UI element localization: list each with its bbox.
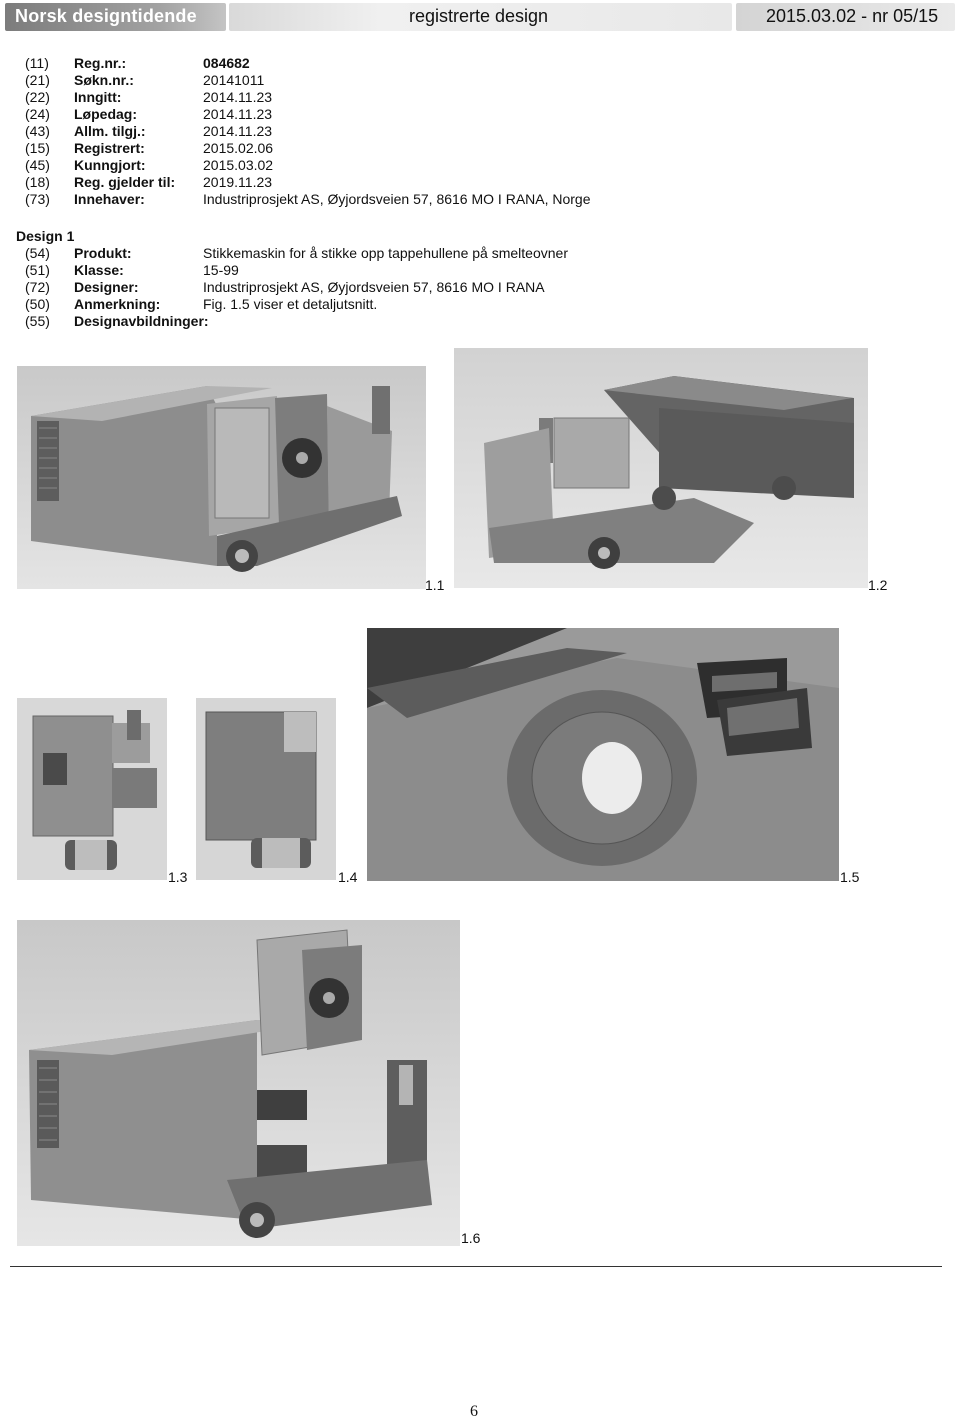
field-value: Stikkemaskin for å stikke opp tappehulle… (203, 245, 568, 261)
field-label: Allm. tilgj.: (74, 123, 146, 139)
field-label: Designer: (74, 279, 139, 295)
field-code: (43) (25, 123, 50, 139)
field-label: Anmerkning: (74, 296, 161, 312)
field-label: Reg.nr.: (74, 55, 127, 71)
field-code: (51) (25, 262, 50, 278)
figure-1-6 (17, 920, 460, 1246)
field-value: 2014.11.23 (203, 106, 273, 122)
field-label: Klasse: (74, 262, 124, 278)
field-label: Inngitt: (74, 89, 122, 105)
field-label: Produkt: (74, 245, 132, 261)
figure-1-1 (17, 366, 426, 589)
field-value: 2019.11.23 (203, 174, 273, 190)
field-value: 2014.11.23 (203, 123, 273, 139)
field-value: Industriprosjekt AS, Øyjordsveien 57, 86… (203, 279, 545, 295)
field-label: Innehaver: (74, 191, 145, 207)
page-number: 6 (470, 1403, 478, 1420)
field-label: Registrert: (74, 140, 145, 156)
design-title: Design 1 (16, 228, 75, 244)
field-code: (55) (25, 313, 50, 329)
field-value: 15-99 (203, 262, 239, 278)
field-label: Søkn.nr.: (74, 72, 134, 88)
figure-caption: 1.1 (425, 577, 445, 593)
field-code: (21) (25, 72, 50, 88)
field-code: (22) (25, 89, 50, 105)
section-title: registrerte design (409, 6, 549, 26)
field-code: (15) (25, 140, 50, 156)
figure-caption: 1.5 (840, 869, 860, 885)
page-header: Norsk designtidende registrerte design 2… (0, 0, 960, 34)
field-value: 084682 (203, 55, 250, 71)
field-code: (72) (25, 279, 50, 295)
figure-1-3 (17, 698, 167, 880)
field-code: (24) (25, 106, 50, 122)
machine-perspective-fan-side-icon (17, 366, 426, 589)
figure-caption: 1.3 (168, 869, 188, 885)
field-label: Kunngjort: (74, 157, 146, 173)
figure-caption: 1.6 (461, 1230, 481, 1246)
field-label: Designavbildninger: (74, 313, 209, 329)
issue-label: 2015.03.02 - nr 05/15 (766, 6, 939, 26)
field-value: 2015.03.02 (203, 157, 274, 173)
machine-perspective-rear-icon (454, 348, 868, 588)
issue-banner: 2015.03.02 - nr 05/15 (736, 3, 955, 31)
figure-caption: 1.2 (868, 577, 888, 593)
machine-perspective-front-icon (17, 920, 460, 1246)
machine-side-view-icon (17, 698, 167, 880)
figure-1-2 (454, 348, 868, 588)
field-value: 20141011 (203, 72, 265, 88)
field-code: (50) (25, 296, 50, 312)
section-banner: registrerte design (229, 3, 732, 31)
publication-logo: Norsk designtidende (5, 3, 226, 31)
field-code: (11) (25, 55, 49, 71)
detail-pulley-closeup-icon (367, 628, 839, 881)
footer-divider (10, 1266, 942, 1267)
field-code: (54) (25, 245, 50, 261)
field-value: 2015.02.06 (203, 140, 274, 156)
field-value: Fig. 1.5 viser et detaljutsnitt. (203, 296, 378, 312)
figure-1-5 (367, 628, 839, 881)
field-value: 2014.11.23 (203, 89, 273, 105)
field-label: Reg. gjelder til: (74, 174, 176, 190)
field-label: Løpedag: (74, 106, 137, 122)
field-code: (45) (25, 157, 50, 173)
field-code: (73) (25, 191, 50, 207)
field-value: Industriprosjekt AS, Øyjordsveien 57, 86… (203, 191, 591, 207)
machine-side-view-back-icon (196, 698, 336, 880)
logo-text: Norsk designtidende (15, 6, 197, 26)
field-code: (18) (25, 174, 50, 190)
figure-caption: 1.4 (338, 869, 358, 885)
figure-1-4 (196, 698, 336, 880)
